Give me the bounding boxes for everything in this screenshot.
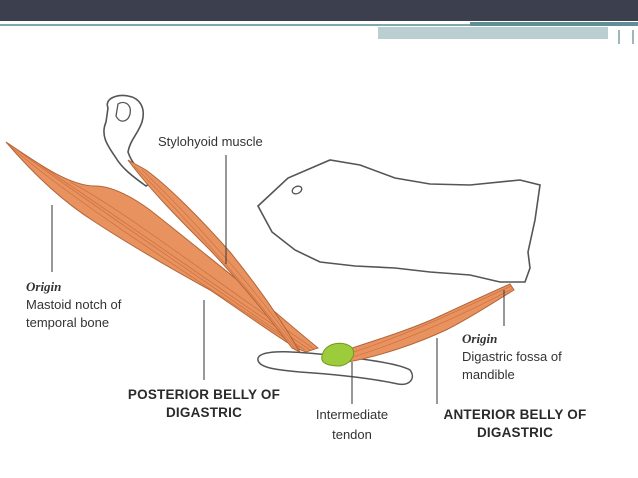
label-intermediate-line2: tendon [332, 427, 372, 442]
accent-line [0, 24, 470, 26]
label-anterior-belly-line1: ANTERIOR BELLY OF [443, 407, 587, 422]
label-anterior-belly-line2: DIGASTRIC [476, 425, 554, 440]
hyoid-bone [257, 351, 414, 386]
label-stylohyoid: Stylohyoid muscle [158, 134, 263, 149]
header-bar [0, 0, 638, 21]
mandible-shape [257, 159, 541, 283]
leader-lines [51, 155, 505, 404]
styloid-bone [103, 94, 154, 187]
anterior-belly-muscle [339, 283, 515, 363]
label-origin-right-title: Origin [462, 331, 498, 346]
label-origin-right-line2: mandible [462, 367, 515, 382]
header-accent [470, 22, 638, 26]
label-origin-left-line2: temporal bone [26, 315, 110, 330]
label-posterior-belly-line2: DIGASTRIC [165, 405, 243, 420]
intermediate-tendon [321, 342, 355, 367]
mandible-foramen [291, 185, 303, 195]
label-origin-right-line1: Digastric fossa of [462, 349, 562, 364]
label-intermediate-line1: Intermediate [315, 407, 389, 422]
decorative-bars [618, 30, 634, 44]
label-posterior-belly-line1: POSTERIOR BELLY OF [127, 387, 281, 402]
accent-band [378, 27, 608, 39]
label-origin-left-title: Origin [26, 279, 62, 294]
label-origin-left-line1: Mastoid notch of [26, 297, 122, 312]
